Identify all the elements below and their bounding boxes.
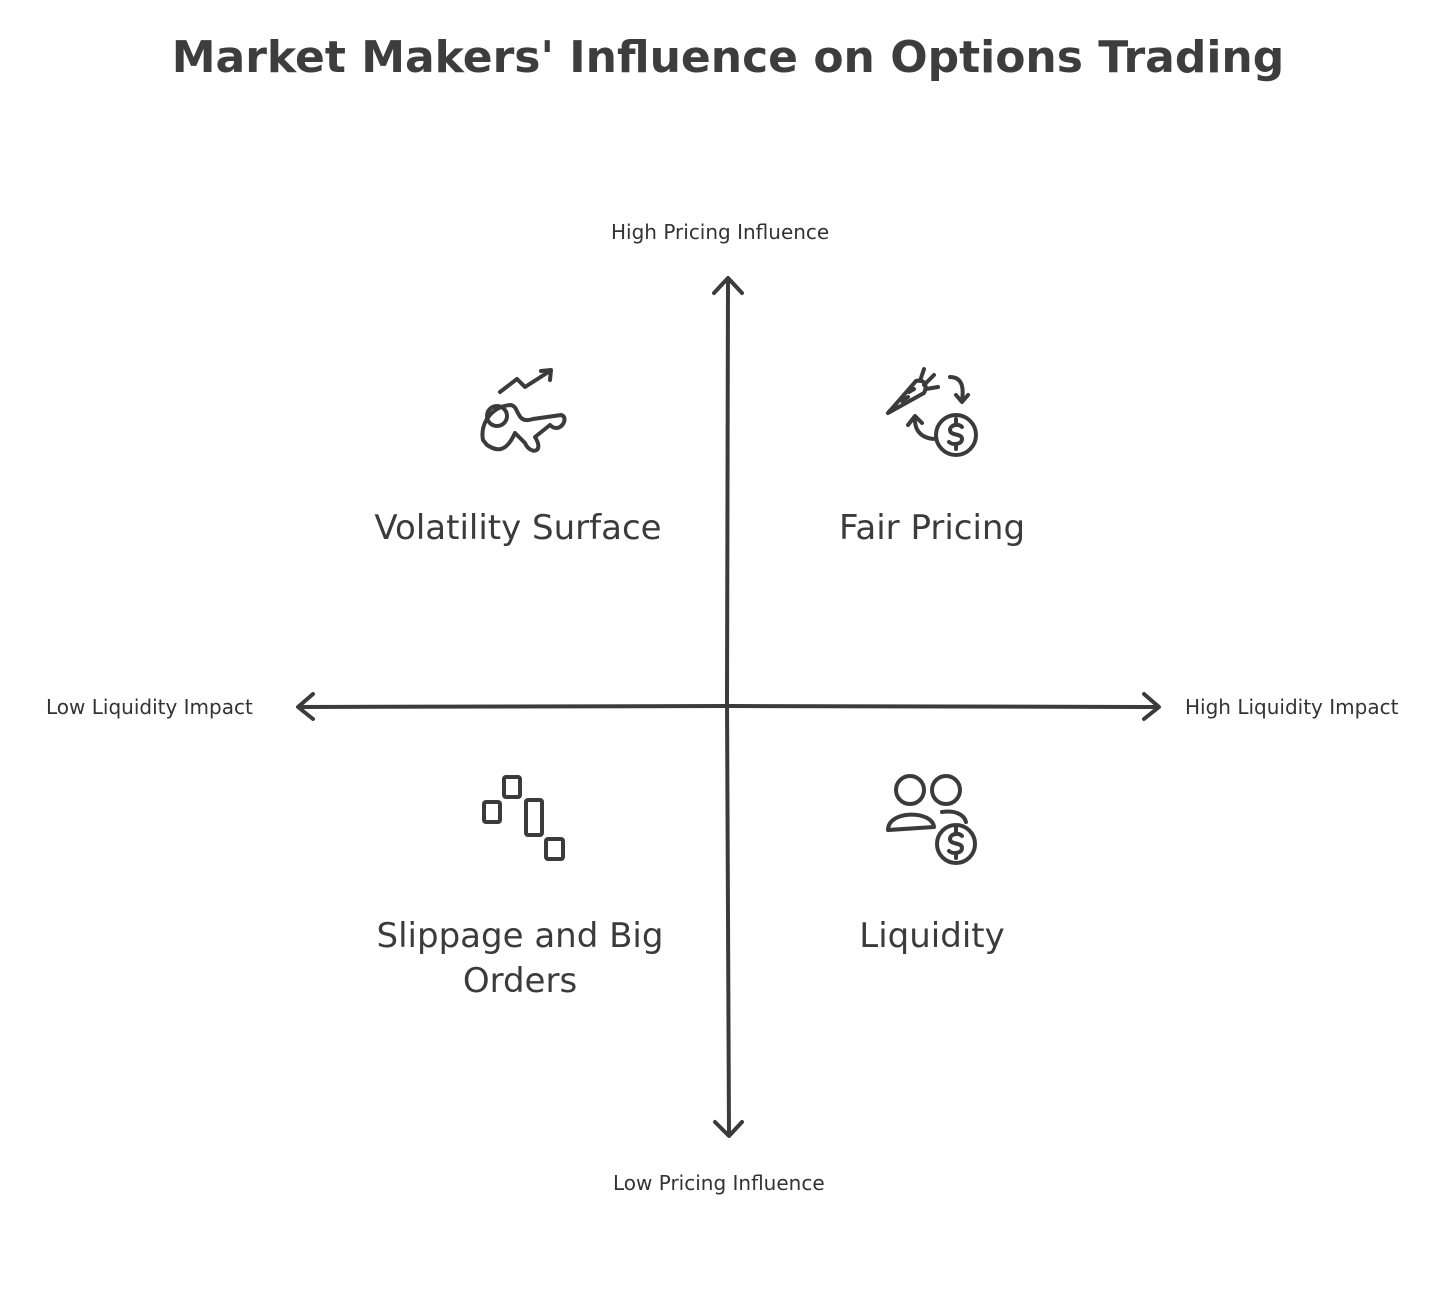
axis-label-right: High Liquidity Impact [1185,695,1399,719]
quadrant-label-top-left: Volatility Surface [374,508,662,548]
axis-label-bottom: Low Pricing Influence [613,1171,825,1195]
diagram-title: Market Makers' Influence on Options Trad… [171,32,1285,83]
horizontal-axis [297,704,1160,709]
scattered-blocks-icon [482,775,565,861]
volatility-chart-icon [480,368,567,453]
vertical-axis [725,278,731,1137]
axis-label-left: Low Liquidity Impact [46,695,253,719]
quadrant-label-bottom-left: Slippage and Big Orders [376,916,664,1001]
up-arrowhead [712,276,744,295]
quadrant-label-bottom-right: Liquidity [859,916,1005,956]
down-arrowhead [713,1120,744,1138]
right-arrowhead [1142,692,1161,721]
axis-label-top: High Pricing Influence [611,220,830,244]
quadrant-label-top-right: Fair Pricing [838,508,1026,548]
carrot-dollar-cycle-icon [886,367,978,457]
people-dollar-icon [886,774,977,865]
left-arrowhead [296,692,315,721]
